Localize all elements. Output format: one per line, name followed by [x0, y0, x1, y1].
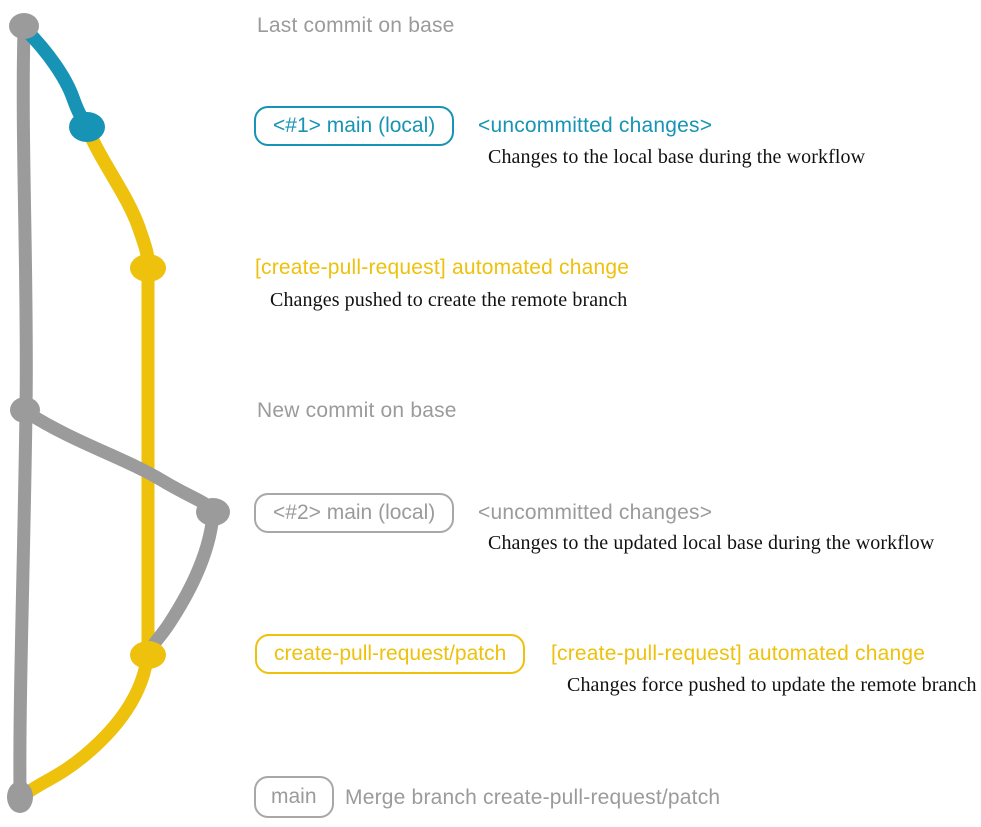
- rebase-curve-in: [143, 508, 220, 660]
- patch-branch-curve-top: [81, 123, 155, 273]
- commit-dot-main-local-1: [69, 112, 105, 142]
- branch-badge-main-local-2: <#2> main (local): [254, 493, 455, 533]
- commit-dot-main-local-2: [196, 498, 230, 526]
- patch-merge-curve: [23, 652, 154, 798]
- commit-dot-last-commit-on-base: [9, 13, 39, 39]
- note-force-pushed-update-remote: Changes force pushed to update the remot…: [567, 674, 977, 696]
- branch-badge-main-local-1: <#1> main (local): [254, 106, 455, 146]
- note-updated-local-base-changes: Changes to the updated local base during…: [488, 532, 935, 554]
- commit-message-merge: Merge branch create-pull-request/patch: [345, 786, 721, 809]
- note-pushed-create-remote: Changes pushed to create the remote bran…: [270, 289, 628, 311]
- commit-dot-merge-commit: [7, 781, 33, 813]
- commit-dot-new-commit-on-base: [10, 397, 40, 423]
- local-change-curve-1: [19, 23, 94, 133]
- commit-message-uncommitted-1: <uncommitted changes>: [478, 114, 713, 137]
- label-last-commit-on-base: Last commit on base: [257, 14, 455, 37]
- commit-dot-automated-change-2: [130, 641, 166, 669]
- commit-dot-automated-change-1: [130, 254, 166, 282]
- rebase-curve-out: [21, 406, 219, 518]
- commit-message-automated-change-2: [create-pull-request] automated change: [551, 642, 926, 665]
- branch-badge-main: main: [254, 776, 334, 818]
- git-graph: [7, 13, 230, 813]
- label-new-commit-on-base: New commit on base: [257, 399, 457, 422]
- note-local-base-changes: Changes to the local base during the wor…: [488, 146, 866, 168]
- branch-badge-patch: create-pull-request/patch: [255, 634, 526, 674]
- commit-message-uncommitted-2: <uncommitted changes>: [478, 501, 713, 524]
- commit-message-automated-change-1: [create-pull-request] automated change: [255, 256, 630, 279]
